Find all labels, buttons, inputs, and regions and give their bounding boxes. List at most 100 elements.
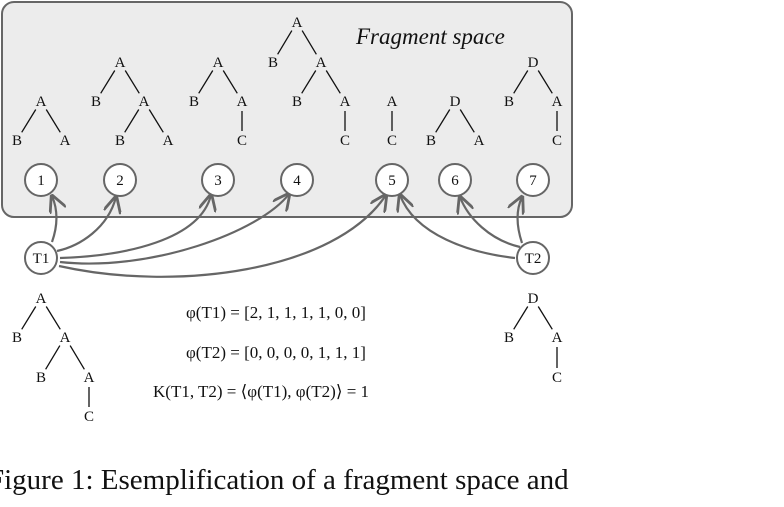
tree-t2-edge bbox=[513, 306, 529, 330]
fragment-node-2-label: 2 bbox=[116, 173, 124, 189]
fragment-space-panel bbox=[1, 1, 573, 218]
fragment-node-7-circle bbox=[516, 163, 550, 197]
fragment-3-edge bbox=[198, 70, 214, 94]
tree-t2-node-label: A bbox=[552, 330, 563, 346]
arrow-t2-to-fragment-7 bbox=[518, 197, 523, 244]
tree-t1-node-label: C bbox=[84, 409, 94, 425]
fragment-5-tree: AC bbox=[387, 94, 398, 149]
fragment-4-node-label: A bbox=[340, 94, 351, 110]
arrow-t1-to-fragment-5 bbox=[58, 195, 386, 278]
fragment-4-node-label: C bbox=[340, 133, 350, 149]
fragment-node-2: 2 bbox=[103, 163, 137, 197]
fragment-node-4: 4 bbox=[280, 163, 314, 197]
tree-t2-node-label: B bbox=[504, 330, 514, 346]
tree-node-t2-label: T2 bbox=[525, 251, 542, 267]
fragment-3-node-label: A bbox=[213, 55, 224, 71]
kernel-equation: K(T1, T2) = ⟨φ(T1), φ(T2)⟩ = 1 bbox=[153, 382, 369, 401]
fragment-6-edge bbox=[435, 109, 451, 133]
fragment-4-node-label: A bbox=[316, 55, 327, 71]
phi-t2-equation: φ(T2) = [0, 0, 0, 0, 1, 1, 1] bbox=[186, 343, 366, 362]
tree-t1-node-label: A bbox=[84, 370, 95, 386]
fragment-2-edge bbox=[124, 109, 140, 133]
tree-node-t2: T2 bbox=[516, 241, 550, 275]
phi-t1-equation: φ(T1) = [2, 1, 1, 1, 1, 0, 0] bbox=[186, 303, 366, 322]
figure-caption: Figure 1: Esemplification of a fragment … bbox=[0, 464, 569, 496]
fragment-2-node-label: B bbox=[91, 94, 101, 110]
fragment-node-1-circle bbox=[24, 163, 58, 197]
tree-node-t2-circle bbox=[516, 241, 550, 275]
fragment-node-3: 3 bbox=[201, 163, 235, 197]
fragment-1-edge bbox=[21, 109, 37, 133]
fragment-3-node-label: A bbox=[237, 94, 248, 110]
arrow-t1-to-fragment-1 bbox=[52, 196, 57, 243]
fragment-7-node-label: C bbox=[552, 133, 562, 149]
tree-t1-node-label: A bbox=[60, 330, 71, 346]
fragment-4-node-label: B bbox=[268, 55, 278, 71]
fragment-7-node-label: A bbox=[552, 94, 563, 110]
fragment-2-node-label: A bbox=[163, 133, 174, 149]
fragment-node-1-label: 1 bbox=[37, 173, 45, 189]
tree-t1-node-label: B bbox=[12, 330, 22, 346]
fragment-space-title: Fragment space bbox=[355, 24, 505, 49]
fragment-1-node-label: B bbox=[12, 133, 22, 149]
tree-t1-tree: A B A B A C bbox=[12, 291, 95, 425]
fragment-node-6: 6 bbox=[438, 163, 472, 197]
tree-t2-edge bbox=[537, 306, 553, 330]
fragment-7-edge bbox=[513, 70, 529, 94]
tree-t1-edge bbox=[69, 345, 85, 370]
fragment-4-node-label: A bbox=[292, 15, 303, 31]
fragment-2-node-label: A bbox=[139, 94, 150, 110]
fragment-6-node-label: D bbox=[450, 94, 461, 110]
arrow-t2-to-fragment-5 bbox=[400, 195, 516, 260]
tree-t1-node-label: A bbox=[36, 291, 47, 307]
tree-node-t1: T1 bbox=[24, 241, 58, 275]
fragment-node-6-label: 6 bbox=[451, 173, 459, 189]
fragment-node-6-circle bbox=[438, 163, 472, 197]
fragment-4-tree: A B A B A C bbox=[268, 15, 351, 149]
fragment-1-node-label: A bbox=[60, 133, 71, 149]
fragment-node-5-label: 5 bbox=[388, 173, 396, 189]
tree-t2-node-label: D bbox=[528, 291, 539, 307]
fragment-node-1: 1 bbox=[24, 163, 58, 197]
fragment-4-edge bbox=[277, 30, 293, 55]
fragment-5-node-label: A bbox=[387, 94, 398, 110]
fragment-5-node-label: C bbox=[387, 133, 397, 149]
fragment-3-edge bbox=[222, 70, 238, 94]
tree-t1-edge bbox=[21, 306, 37, 330]
fragment-1-edge bbox=[45, 109, 61, 133]
fragment-node-4-label: 4 bbox=[293, 173, 301, 189]
tree-t1-edge bbox=[45, 306, 61, 330]
fragment-4-edge bbox=[325, 70, 341, 94]
arrow-t2-to-fragment-6 bbox=[460, 197, 521, 249]
arrow-t1-to-fragment-3 bbox=[59, 195, 211, 260]
fragment-4-node-label: B bbox=[292, 94, 302, 110]
fragment-node-3-circle bbox=[201, 163, 235, 197]
fragment-7-node-label: B bbox=[504, 94, 514, 110]
fragment-1-node-label: A bbox=[36, 94, 47, 110]
tree-node-t1-label: T1 bbox=[33, 251, 50, 267]
fragment-3-node-label: B bbox=[189, 94, 199, 110]
fragment-6-node-label: B bbox=[426, 133, 436, 149]
fragment-node-3-label: 3 bbox=[214, 173, 222, 189]
fragment-node-5-circle bbox=[375, 163, 409, 197]
fragment-node-2-circle bbox=[103, 163, 137, 197]
fragment-4-edge bbox=[301, 70, 317, 94]
fragment-2-edge bbox=[124, 70, 140, 94]
fragment-2-edge bbox=[148, 109, 164, 133]
fragment-6-edge bbox=[459, 109, 475, 133]
arrow-t1-to-fragment-2 bbox=[56, 197, 116, 253]
tree-t1-edge bbox=[45, 345, 61, 370]
fragment-1-tree: A B A bbox=[12, 94, 71, 149]
fragment-2-node-label: A bbox=[115, 55, 126, 71]
fragment-node-5: 5 bbox=[375, 163, 409, 197]
tree-t1-node-label: B bbox=[36, 370, 46, 386]
arrow-layer bbox=[52, 194, 523, 278]
fragment-7-edge bbox=[537, 70, 553, 94]
